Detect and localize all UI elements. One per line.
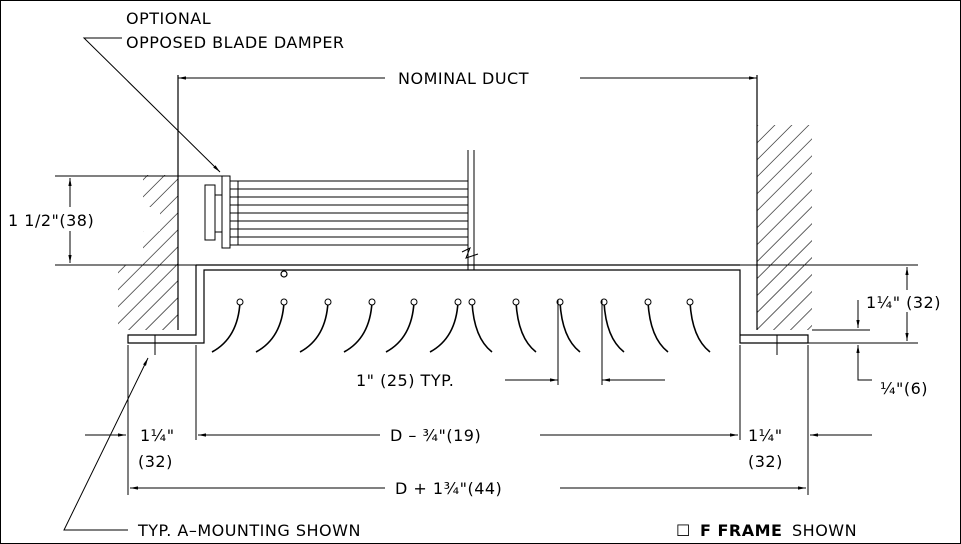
blade-pivot bbox=[324, 298, 332, 306]
frame-checkbox: ☐ bbox=[676, 521, 691, 540]
left-flange-frac: 1¼" bbox=[140, 426, 175, 445]
right-flange-mm: (32) bbox=[748, 452, 783, 471]
height-dim-label: 1 1/2"(38) bbox=[8, 211, 94, 230]
blade-pivot bbox=[512, 298, 520, 306]
right-small-dim-label: ¼"(6) bbox=[880, 379, 928, 398]
blade-pivot bbox=[686, 298, 694, 306]
blade-pivot bbox=[468, 298, 476, 306]
mounting-leader bbox=[63, 357, 149, 531]
blade-spacing-label: 1" (25) TYP. bbox=[356, 371, 454, 390]
damper-label-line2: OPPOSED BLADE DAMPER bbox=[126, 33, 345, 52]
frame-shown-label: SHOWN bbox=[792, 521, 857, 540]
grille-blade bbox=[429, 301, 459, 353]
grille-frame bbox=[127, 264, 809, 344]
blade-pivot bbox=[454, 298, 462, 306]
opposed-blade-damper bbox=[204, 150, 479, 270]
blade-pivot bbox=[644, 298, 652, 306]
nominal-duct-label: NOMINAL DUCT bbox=[398, 69, 529, 88]
damper-leader bbox=[82, 37, 221, 173]
right-flange-frac: 1¼" bbox=[748, 426, 783, 445]
right-top-dim-label: 1¼" (32) bbox=[866, 293, 941, 312]
grille-blade bbox=[471, 301, 493, 353]
frame-bold-label: F FRAME bbox=[700, 521, 782, 540]
grille-blade bbox=[647, 301, 669, 353]
grille-blade bbox=[385, 301, 415, 353]
damper-label-line1: OPTIONAL bbox=[126, 9, 211, 28]
bottom-extension-lines bbox=[127, 335, 809, 495]
blade-pivot bbox=[236, 298, 244, 306]
grille-blade bbox=[255, 301, 285, 353]
grille-blade bbox=[515, 301, 537, 353]
grille-blade bbox=[343, 301, 373, 353]
core-width-label: D – ¾"(19) bbox=[390, 426, 481, 445]
grille-blade bbox=[299, 301, 329, 353]
duct-wall-right bbox=[757, 125, 812, 330]
blade-pivot bbox=[280, 298, 288, 306]
left-flange-mm: (32) bbox=[138, 452, 173, 471]
blade-pivot bbox=[410, 298, 418, 306]
overall-width-label: D + 1¾"(44) bbox=[395, 479, 502, 498]
grille-blade bbox=[211, 301, 241, 353]
grille-blade bbox=[689, 301, 711, 353]
blade-pivot bbox=[368, 298, 376, 306]
mounting-note: TYP. A–MOUNTING SHOWN bbox=[137, 521, 361, 540]
grille-blade bbox=[603, 301, 625, 353]
grille-blade bbox=[559, 301, 581, 353]
grille-blades bbox=[211, 298, 711, 353]
